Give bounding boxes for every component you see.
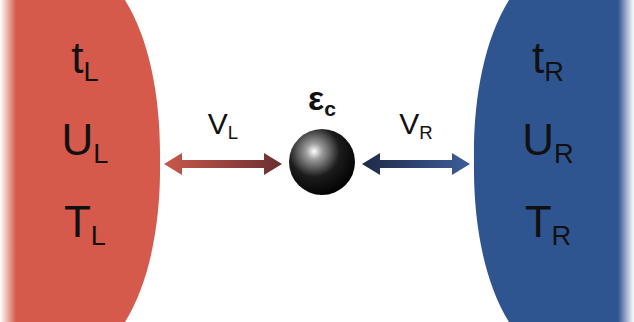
symbol-main: t [71,33,83,82]
symbol-main: T [525,197,552,246]
coupling-arrow [362,153,470,175]
coupling-label: VR [399,109,432,139]
symbol-main: t [532,33,544,82]
reservoir-parameter: tR [532,36,564,80]
reservoir-parameter: UR [522,118,573,162]
quantum-dot-sphere [289,129,355,195]
symbol-main: V [399,107,419,140]
symbol-subscript: R [552,220,572,251]
symbol-subscript: L [91,220,106,251]
symbol-main: ε [308,79,324,117]
symbol-subscript: R [419,122,432,143]
reservoir-parameter: TR [525,200,572,244]
reservoir-body [0,0,160,322]
reservoir-body [474,0,634,322]
level-energy: εc [308,81,336,115]
right-reservoir: tRURTR [474,0,634,322]
reservoir-parameter: UL [62,118,109,162]
symbol-main: U [62,115,94,164]
reservoir-parameter: tL [71,36,98,80]
reservoir-parameter: TL [64,200,106,244]
left-reservoir: tLULTL [0,0,160,322]
central-level: εc [286,72,358,198]
symbol-subscript: L [84,56,99,87]
symbol-subscript: R [554,138,574,169]
coupling-label: VL [208,109,238,139]
symbol-subscript: R [544,56,564,87]
symbol-main: T [64,197,91,246]
dot-shape [286,126,358,198]
coupling-arrow [164,153,282,175]
symbol-subscript: L [93,138,108,169]
symbol-subscript: c [324,97,336,120]
symbol-main: V [208,107,228,140]
symbol-subscript: L [228,122,238,143]
symbol-main: U [522,115,554,164]
